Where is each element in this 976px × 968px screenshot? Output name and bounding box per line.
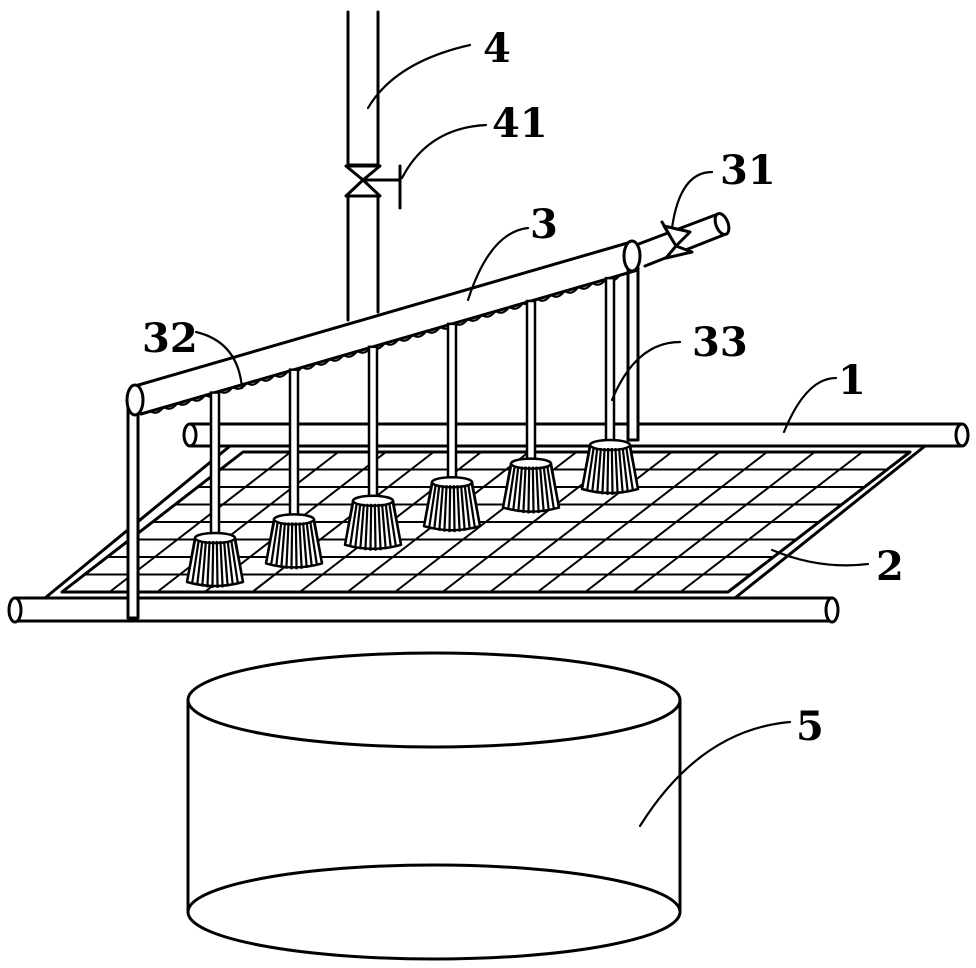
grid-col-line [251,451,435,593]
brush-5 [501,299,561,514]
label-3: 3 [530,201,558,248]
brush-rod [446,322,458,484]
labels: 4 41 31 3 32 33 1 2 5 [142,25,904,750]
grid-col-line [108,451,292,593]
brush-rod [288,368,300,521]
outlet-pipe-31 [634,212,731,268]
valve-41 [344,164,402,210]
grid-col-line [679,451,864,593]
brush-3 [343,345,403,551]
brush-4 [422,322,482,533]
label-4: 4 [483,25,511,72]
brush-1 [185,391,245,588]
grid-col-line [584,451,769,593]
leader-lines [194,43,870,828]
rail-front [7,596,840,624]
grid-col-line [631,451,816,593]
label-31: 31 [720,147,776,194]
label-33: 33 [692,319,748,366]
grid-col-line [156,451,340,593]
label-32: 32 [142,315,198,362]
grid-mesh [43,444,927,600]
grid-col-line [489,451,673,593]
brush-rod [604,276,616,447]
grid-col-line [536,451,721,593]
brush-2 [264,368,324,570]
label-41: 41 [492,100,548,147]
label-5: 5 [796,703,824,750]
rail-back [182,422,970,448]
main-pipe-3 [125,239,642,417]
brush-6 [580,276,640,495]
label-1: 1 [838,357,866,404]
collection-tank-5 [186,651,682,961]
label-2: 2 [876,543,904,590]
brush-rod [367,345,379,503]
brush-rod [525,299,537,465]
brush-rod [209,391,221,540]
brush-assembly [185,276,640,588]
